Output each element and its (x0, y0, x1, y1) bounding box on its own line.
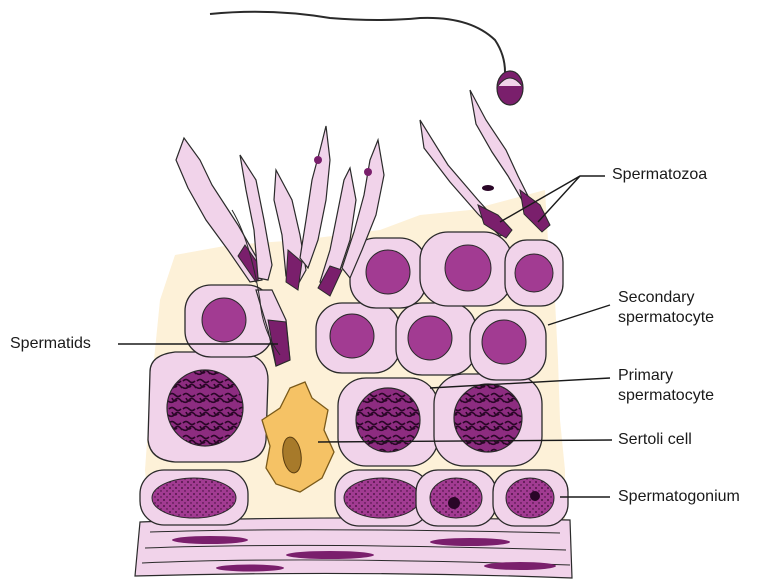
label-secondary-spermatocyte: Secondary spermatocyte (618, 288, 714, 328)
label-spermatogonium: Spermatogonium (618, 487, 740, 507)
label-primary-spermatocyte: Primary spermatocyte (618, 366, 714, 406)
label-spermatids: Spermatids (10, 334, 91, 354)
label-sertoli-cell: Sertoli cell (618, 430, 692, 450)
basement-membrane (135, 518, 572, 578)
label-secondary-line2: spermatocyte (618, 308, 714, 328)
label-spermatozoa: Spermatozoa (612, 165, 707, 185)
spermatogonium-cells (140, 470, 568, 526)
leader-secondary-spermatocyte (548, 305, 610, 325)
label-primary-line1: Primary (618, 367, 673, 384)
label-primary-line2: spermatocyte (618, 386, 714, 406)
label-secondary-line1: Secondary (618, 289, 695, 306)
